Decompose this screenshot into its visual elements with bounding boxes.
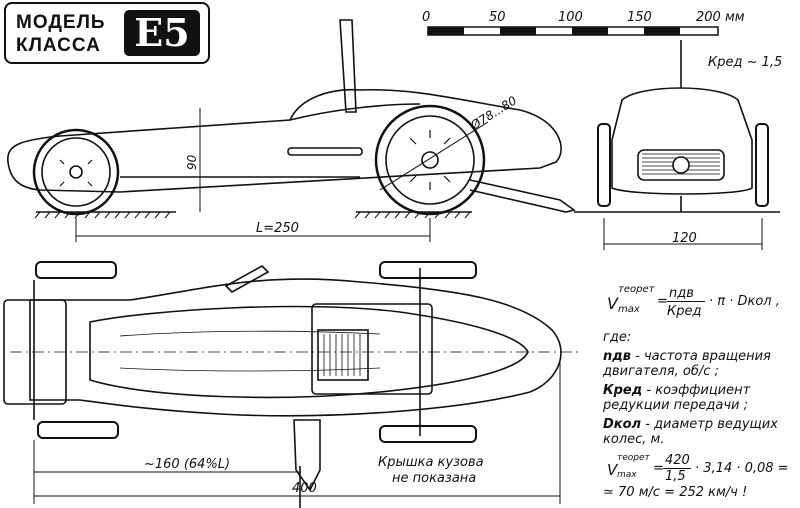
scale-tick-150: 150 (627, 10, 652, 25)
height-dimension: 90 (185, 154, 199, 170)
formula-numerator: nдв (669, 286, 694, 301)
scale-tick-0: 0 (422, 10, 430, 25)
scale-tick-100: 100 (558, 10, 583, 25)
track-dimension: 120 (672, 231, 697, 246)
cg-position-dimension: ~160 (64%L) (144, 457, 230, 472)
total-length-dimension: 400 (292, 481, 317, 496)
formula-def-1: Кред - коэффициент редукции передачи ; (603, 383, 751, 413)
scale-bar: 0 50 100 150 200 мм (422, 10, 745, 36)
formula-v-superscript: теорет (618, 284, 655, 295)
calc-numerator: 420 (665, 453, 690, 468)
body-cover-note-line1: Крышка кузова (378, 455, 484, 470)
front-view (574, 40, 780, 250)
scale-tick-50: 50 (489, 10, 506, 25)
formula-tail: · π · Dкол , (709, 294, 780, 309)
body-cover-note-line2: не показана (392, 471, 476, 486)
formula-calculation: V теорет max = 420 1,5 · 3,14 · 0,08 = (607, 453, 789, 484)
formula-denominator: Кред (667, 304, 702, 319)
badge-class-label: Е5 (124, 10, 200, 56)
formula-def-2: Dкол - диаметр ведущих колес, м. (603, 417, 778, 447)
calc-denominator: 1,5 (665, 469, 686, 484)
gear-ratio-label: Кред ~ 1,5 (708, 55, 782, 70)
wheel-diameter-label: Ø78...80 (467, 93, 519, 133)
top-view (3, 261, 580, 508)
side-view (7, 19, 576, 242)
speed-formula: V теорет max = nдв Кред · π · Dкол , где… (603, 284, 798, 500)
wheelbase-dimension: L=250 (256, 221, 299, 236)
badge-line-1: МОДЕЛЬ (16, 12, 106, 33)
formula-def-0: nдв - частота вращения двигателя, об/с ; (603, 349, 771, 379)
model-class-badge: МОДЕЛЬ КЛАССА Е5 (4, 2, 210, 64)
formula-equals: = (657, 294, 668, 309)
formula-v-subscript: max (618, 304, 640, 315)
formula-result: ≃ 70 м/с = 252 км/ч ! (603, 485, 748, 500)
badge-line-2: КЛАССА (16, 35, 101, 56)
formula-where: где: (603, 330, 632, 345)
scale-tick-200: 200 мм (696, 10, 745, 25)
formula-main: V теорет max = nдв Кред · π · Dкол , (607, 284, 780, 319)
calc-tail: · 3,14 · 0,08 = (695, 461, 789, 476)
